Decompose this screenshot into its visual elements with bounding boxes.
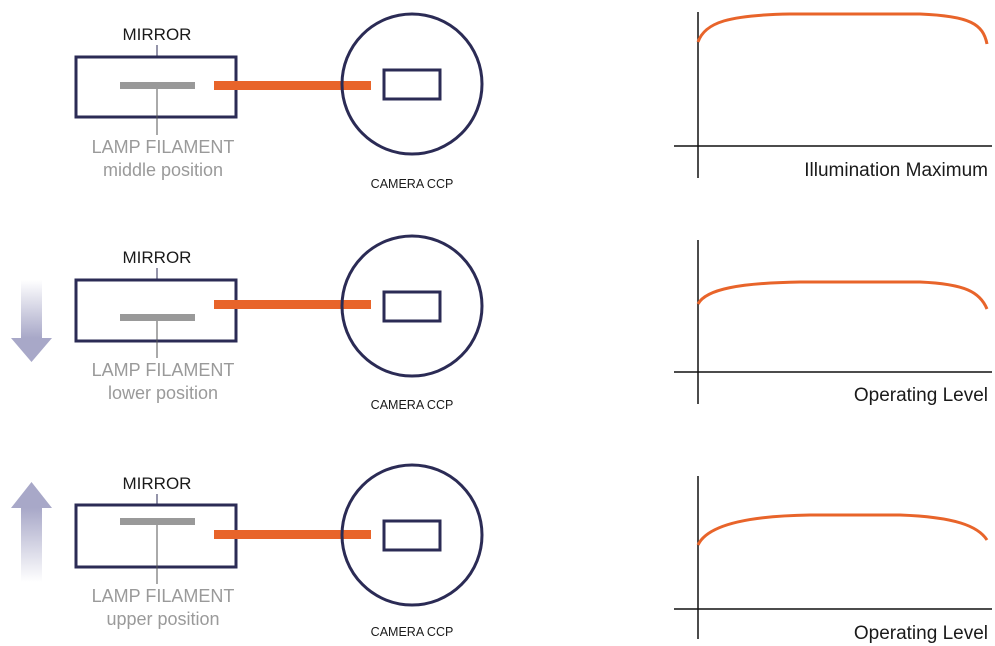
row-upper-position: MIRROR LAMP FILAMENT upper position CAME… — [74, 463, 484, 639]
lamp-filament-label: LAMP FILAMENT — [92, 586, 235, 606]
mirror-label: MIRROR — [123, 25, 192, 44]
camera-lens-circle — [340, 463, 484, 607]
camera-lens-circle — [340, 234, 484, 378]
camera-lens-circle — [340, 12, 484, 156]
lamp-filament — [120, 518, 195, 525]
chart-caption: Operating Level — [854, 385, 988, 406]
chart-caption: Illumination Maximum — [804, 160, 988, 181]
lamp-housing-box — [74, 278, 238, 343]
chart-operating-level-upper: Operating Level — [674, 476, 992, 644]
mirror-label: MIRROR — [123, 248, 192, 267]
arrow-up-icon — [11, 482, 52, 582]
chart-illumination-maximum: Illumination Maximum — [674, 12, 992, 181]
light-beam — [214, 81, 371, 90]
camera-sensor — [382, 519, 442, 552]
filament-position-label: upper position — [106, 609, 219, 629]
lamp-filament-label: LAMP FILAMENT — [92, 137, 235, 157]
arrow-down-icon — [11, 280, 52, 362]
camera-sensor — [382, 290, 442, 323]
camera-label: CAMERA CCP — [371, 398, 454, 412]
lamp-housing-box — [74, 503, 238, 569]
camera-sensor — [382, 68, 442, 101]
filament-position-label: lower position — [108, 383, 218, 403]
illumination-curve — [696, 280, 989, 310]
lamp-filament-label: LAMP FILAMENT — [92, 360, 235, 380]
mirror-label: MIRROR — [123, 474, 192, 493]
light-beam — [214, 530, 371, 539]
camera-label: CAMERA CCP — [371, 177, 454, 191]
illumination-curve — [696, 12, 989, 45]
lamp-filament — [120, 314, 195, 321]
chart-operating-level-lower: Operating Level — [674, 240, 992, 406]
camera-label: CAMERA CCP — [371, 625, 454, 639]
filament-position-label: middle position — [103, 160, 223, 180]
chart-caption: Operating Level — [854, 623, 988, 644]
lamp-filament — [120, 82, 195, 89]
light-beam — [214, 300, 371, 309]
row-lower-position: MIRROR LAMP FILAMENT lower position CAME… — [74, 234, 484, 412]
illumination-curve — [696, 513, 989, 546]
row-middle-position: MIRROR LAMP FILAMENT middle position CAM… — [74, 12, 484, 191]
